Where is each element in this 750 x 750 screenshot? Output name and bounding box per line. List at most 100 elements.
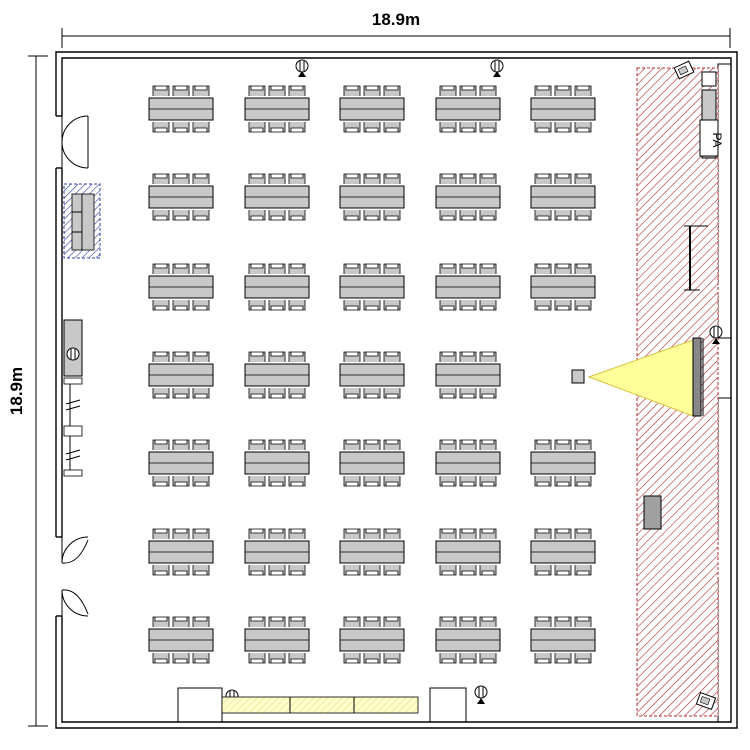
chair xyxy=(248,653,266,664)
chair xyxy=(248,476,266,487)
chair xyxy=(534,263,552,274)
chair xyxy=(574,85,592,96)
chair xyxy=(172,476,190,487)
left-storage-cabinet xyxy=(63,183,101,259)
table-group xyxy=(339,263,405,311)
chair xyxy=(172,616,190,627)
chair xyxy=(152,476,170,487)
chair xyxy=(439,439,457,450)
stage-outlet xyxy=(709,325,723,344)
chair xyxy=(248,616,266,627)
chair xyxy=(574,300,592,311)
pa-rack: PA xyxy=(699,71,724,159)
chair xyxy=(343,85,361,96)
speaker-bottom-right xyxy=(695,691,717,711)
chair xyxy=(479,439,497,450)
chair xyxy=(288,351,306,362)
chair xyxy=(192,351,210,362)
table-group xyxy=(435,616,501,664)
chair xyxy=(383,528,401,539)
chair xyxy=(439,565,457,576)
chair xyxy=(268,85,286,96)
chair xyxy=(192,122,210,133)
chair xyxy=(439,616,457,627)
chair xyxy=(268,616,286,627)
chair xyxy=(152,388,170,399)
chair xyxy=(554,439,572,450)
chair xyxy=(439,300,457,311)
left-door-top[interactable] xyxy=(61,115,89,169)
chair xyxy=(288,653,306,664)
table-group xyxy=(530,616,596,664)
chair xyxy=(574,528,592,539)
chair xyxy=(479,85,497,96)
height-dimension-label: 18.9m xyxy=(7,367,26,415)
chair xyxy=(192,439,210,450)
chair xyxy=(192,476,210,487)
table-group xyxy=(244,528,310,576)
chair xyxy=(554,476,572,487)
table-group xyxy=(435,85,501,133)
bottom-outlet-2 xyxy=(474,685,488,704)
chair xyxy=(363,210,381,221)
projector xyxy=(571,369,585,384)
table-group xyxy=(530,263,596,311)
chair xyxy=(574,476,592,487)
table-group xyxy=(148,439,214,487)
chair xyxy=(534,85,552,96)
chair xyxy=(439,122,457,133)
chair xyxy=(288,210,306,221)
chair xyxy=(534,439,552,450)
chair xyxy=(248,263,266,274)
table-group xyxy=(339,351,405,399)
door-swing-icon xyxy=(61,536,89,617)
chair xyxy=(172,210,190,221)
podium xyxy=(643,495,662,530)
chair xyxy=(268,388,286,399)
left-door-bottom[interactable] xyxy=(61,536,89,617)
chair xyxy=(459,351,477,362)
seating-layout xyxy=(148,85,596,664)
chair xyxy=(574,616,592,627)
chair xyxy=(192,173,210,184)
chair xyxy=(152,439,170,450)
screen-icon xyxy=(692,337,702,417)
chair xyxy=(192,616,210,627)
chair xyxy=(343,616,361,627)
chair xyxy=(363,439,381,450)
chair xyxy=(268,653,286,664)
chair xyxy=(288,263,306,274)
chair xyxy=(288,85,306,96)
chair xyxy=(248,173,266,184)
table-group xyxy=(339,439,405,487)
chair xyxy=(534,122,552,133)
chair xyxy=(288,565,306,576)
chair xyxy=(152,263,170,274)
chair xyxy=(554,565,572,576)
power-outlet-icon xyxy=(490,59,504,73)
chair xyxy=(554,616,572,627)
chair xyxy=(459,300,477,311)
table-group xyxy=(244,85,310,133)
height-dimension: 18.9m xyxy=(7,55,48,727)
bottom-counter xyxy=(221,696,419,714)
chair xyxy=(479,122,497,133)
table-group xyxy=(530,439,596,487)
chair xyxy=(192,653,210,664)
chair xyxy=(439,263,457,274)
chair xyxy=(534,616,552,627)
chair xyxy=(479,565,497,576)
chair xyxy=(288,528,306,539)
table-group xyxy=(244,173,310,221)
chair xyxy=(459,173,477,184)
speaker-top-right xyxy=(673,60,695,80)
chair xyxy=(439,528,457,539)
chair xyxy=(192,85,210,96)
chair xyxy=(534,528,552,539)
chair xyxy=(574,173,592,184)
chair xyxy=(479,616,497,627)
table-group xyxy=(530,173,596,221)
top-outlet-1 xyxy=(295,59,309,77)
projector-icon xyxy=(571,369,585,384)
